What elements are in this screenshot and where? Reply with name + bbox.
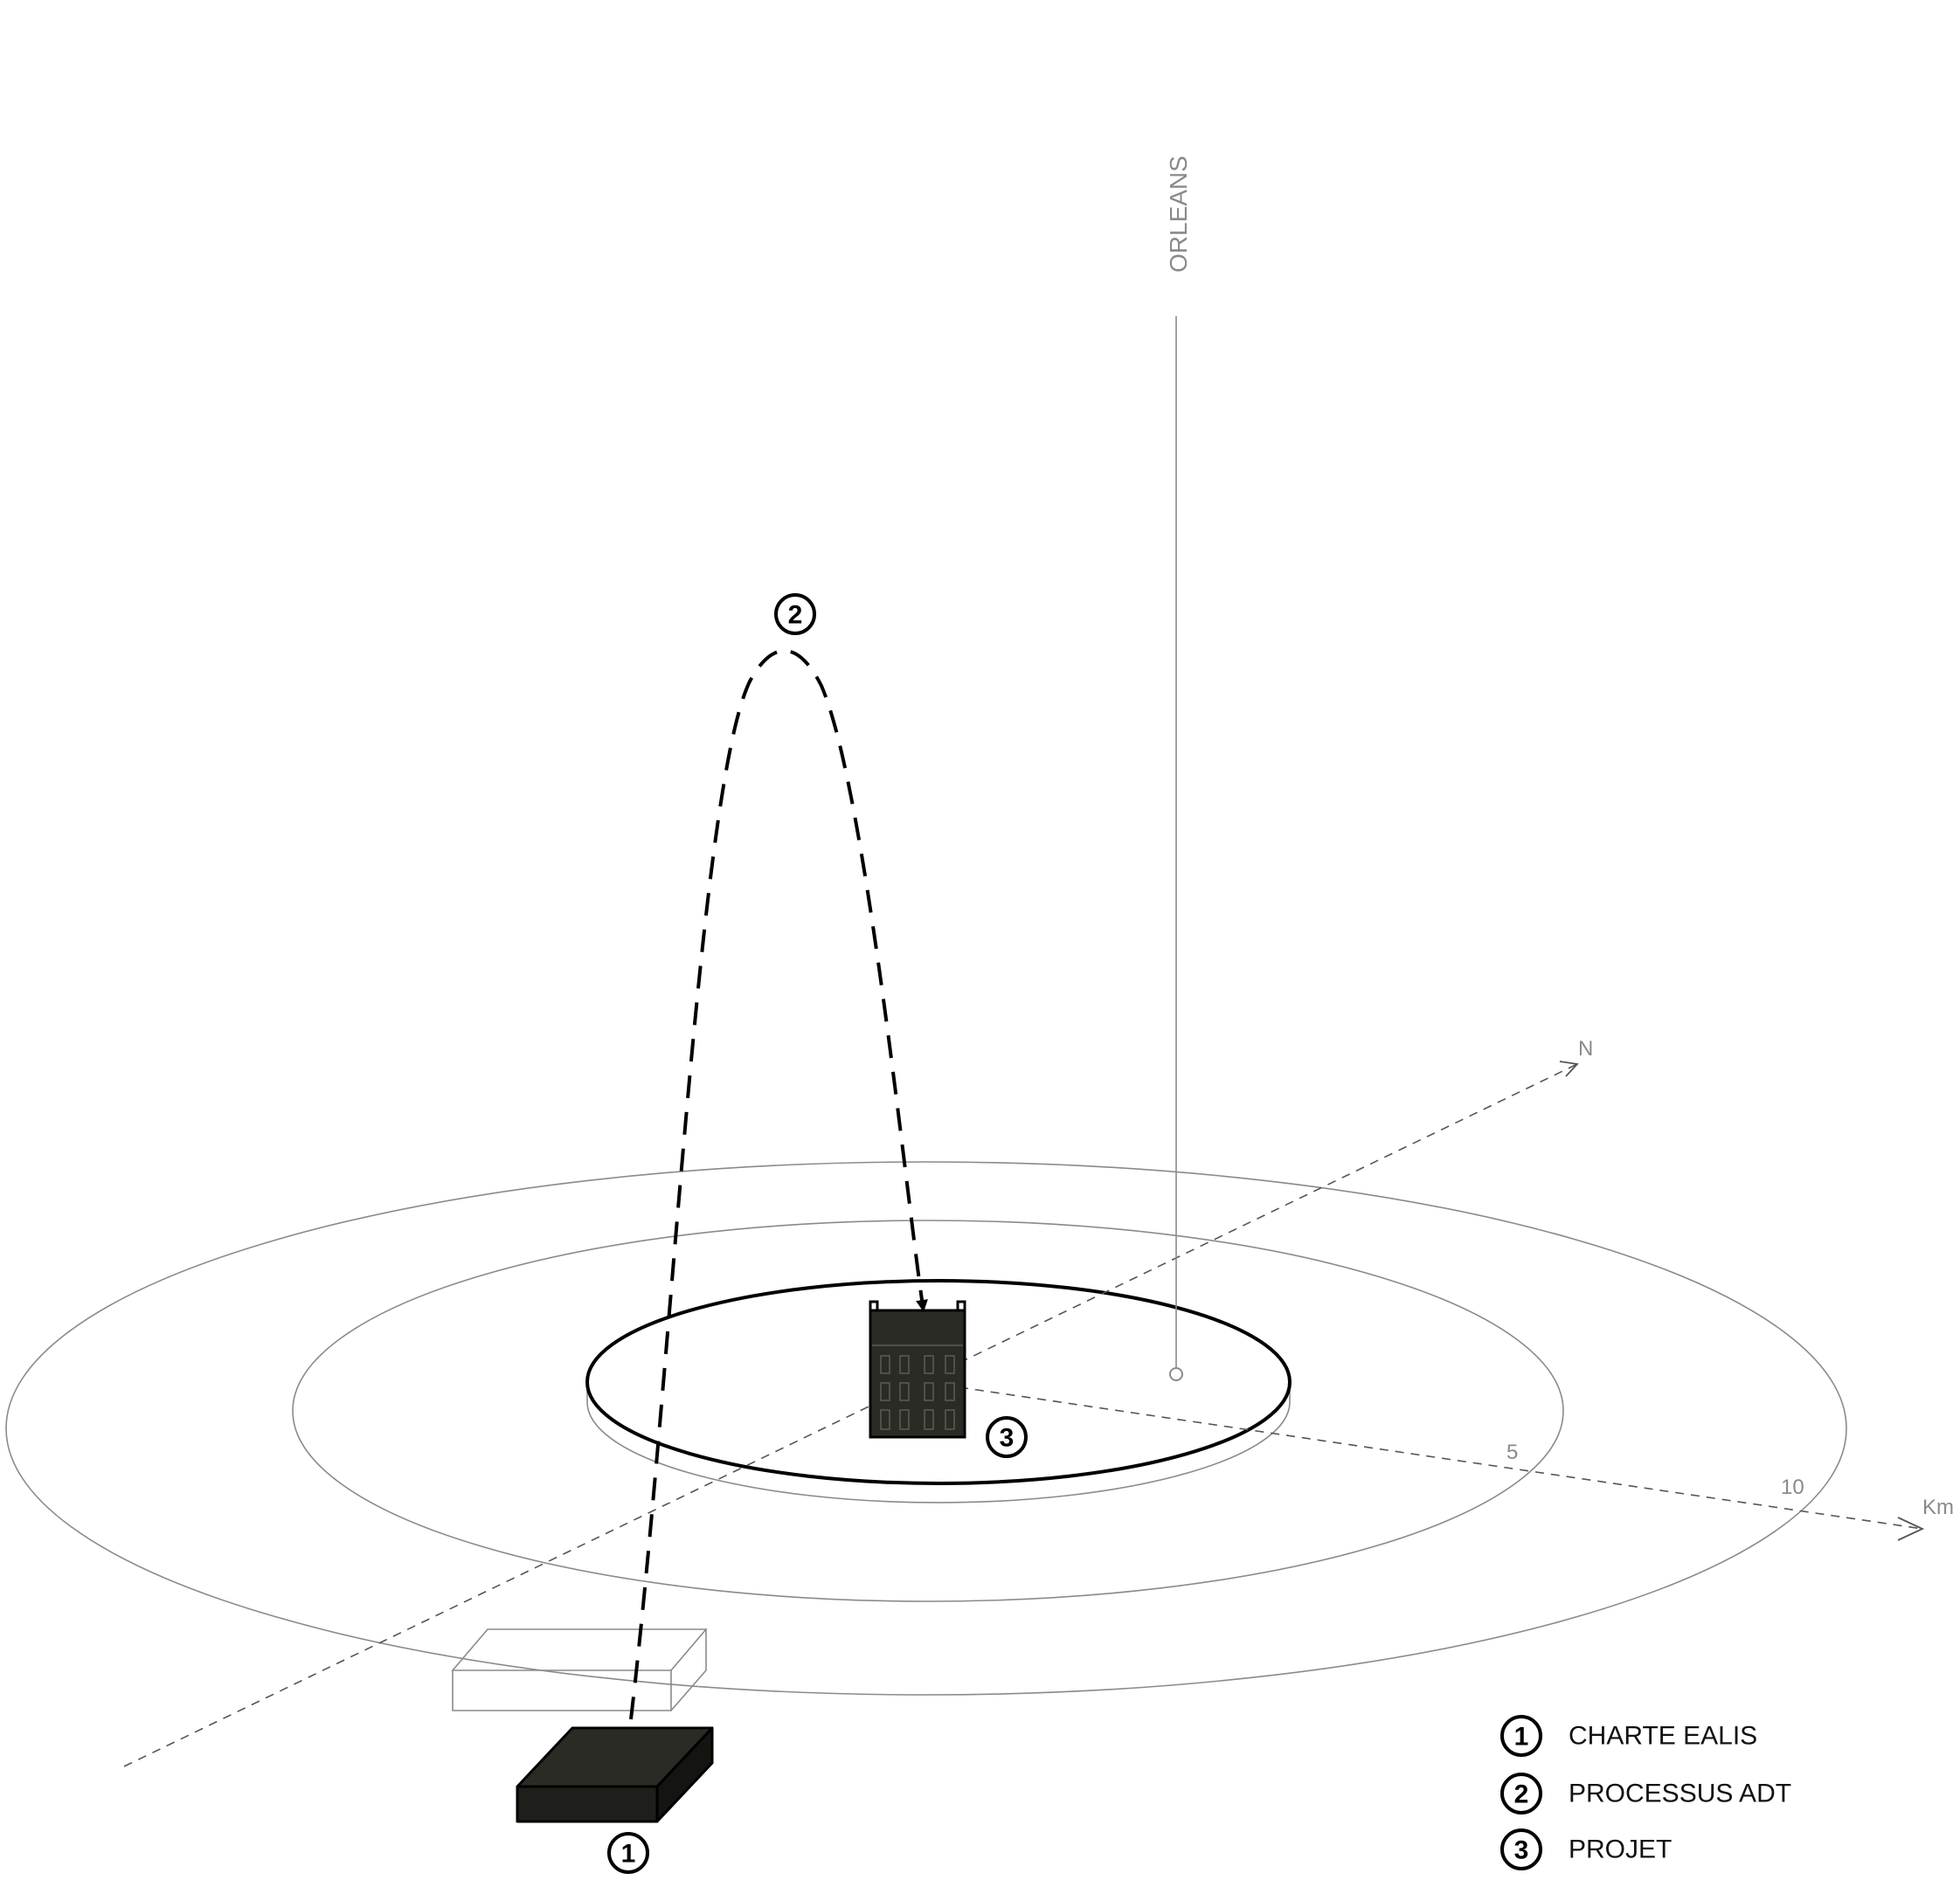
legend-label-1: CHARTE EALIS [1569,1722,1757,1751]
legend-label-3: PROJET [1569,1835,1672,1864]
north-arrowhead [1559,1061,1579,1077]
distance-mark-10: 10 [1781,1476,1804,1499]
distance-mark-5: 5 [1506,1441,1518,1464]
legend-item-3: 3 PROJET [1500,1828,1672,1870]
km-axis [959,1386,1923,1530]
legend: 1 CHARTE EALIS 2 PROCESSUS ADT 3 PROJET [1500,1715,1791,1870]
ring-5km [292,1220,1564,1602]
legend-item-2: 2 PROCESSUS ADT [1500,1773,1791,1815]
ring-10km [5,1161,1847,1696]
svg-text:2: 2 [788,601,803,630]
marker-2: 2 [774,593,816,635]
km-arrowhead [1897,1517,1925,1541]
project-building [869,1300,966,1439]
charte-box [516,1726,714,1823]
ghost-box [451,1628,708,1711]
marker-3: 3 [986,1416,1028,1458]
orleans-label: ORLEANS [1165,156,1192,273]
svg-text:1: 1 [621,1840,636,1869]
legend-item-1: 1 CHARTE EALIS [1500,1715,1757,1757]
svg-text:1: 1 [1514,1723,1529,1752]
legend-label-2: PROCESSUS ADT [1569,1780,1791,1808]
site-disc-rim [586,1385,1291,1503]
marker-1: 1 [607,1832,649,1874]
north-label: N [1578,1037,1593,1061]
svg-text:2: 2 [1514,1780,1529,1809]
orleans-pin [1169,1367,1183,1381]
north-axis [123,1063,1578,1767]
svg-text:3: 3 [1514,1836,1529,1865]
svg-text:3: 3 [1000,1424,1015,1453]
km-label: Km [1922,1496,1954,1519]
process-path [629,649,928,1720]
